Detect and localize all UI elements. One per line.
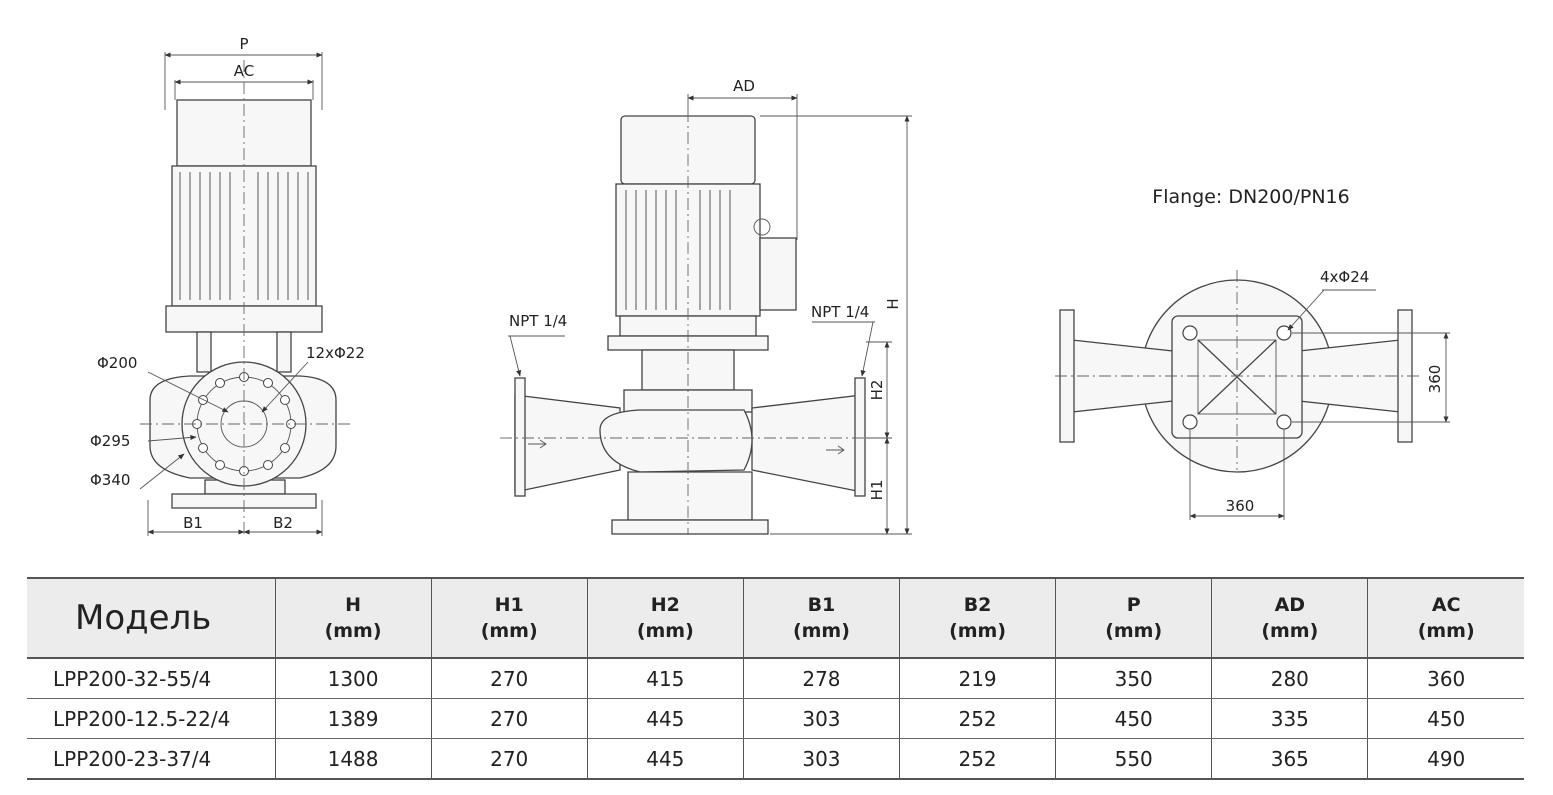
table-cell: 550	[1055, 738, 1212, 780]
table-cell: 445	[586, 738, 744, 780]
bolt-holes-4-label: 4xΦ24	[1320, 268, 1369, 286]
inlet-flange	[514, 377, 526, 497]
dim-h2-label: H2	[868, 380, 886, 401]
table-row: LPP200-23-37/4 1488 270 445 303 252 550 …	[27, 738, 1524, 780]
table-cell: 365	[1211, 738, 1368, 780]
diameter-340-label: Φ340	[90, 471, 130, 489]
table-cell: 445	[586, 698, 744, 739]
table-cell: 252	[898, 698, 1056, 739]
table-row: LPP200-12.5-22/4 1389 270 445 303 252 45…	[27, 698, 1524, 739]
table-row: LPP200-32-55/4 1300 270 415 278 219 350 …	[27, 658, 1524, 699]
table-cell: 490	[1367, 738, 1524, 780]
table-cell: 270	[430, 698, 588, 739]
column-header-h1: H1(mm)	[430, 577, 588, 659]
table-header-row: Модель H(mm) H1(mm) H2(mm) B1(mm) B2(mm)…	[27, 577, 1524, 659]
table-cell: 303	[742, 698, 900, 739]
npt-right-label: NPT 1/4	[811, 303, 869, 321]
column-header-ad: AD(mm)	[1211, 577, 1368, 659]
dim-b1-label: B1	[183, 514, 203, 532]
npt-left-label: NPT 1/4	[509, 312, 567, 330]
model-cell: LPP200-32-55/4	[27, 658, 275, 699]
table-cell: 303	[742, 738, 900, 780]
column-header-h: H(mm)	[274, 577, 432, 659]
table-cell: 252	[898, 738, 1056, 780]
table-cell: 270	[430, 658, 588, 699]
table-cell: 1389	[274, 698, 432, 739]
table-cell: 1488	[274, 738, 432, 780]
table-cell: 450	[1367, 698, 1524, 739]
column-header-h2: H2(mm)	[586, 577, 744, 659]
table-cell: 450	[1055, 698, 1212, 739]
column-header-p: P(mm)	[1055, 577, 1212, 659]
column-header-model: Модель	[27, 577, 275, 659]
base-view: Flange: DN200/PN16 4xΦ24 360 360	[1055, 186, 1450, 520]
table-cell: 350	[1055, 658, 1212, 699]
table-cell: 219	[898, 658, 1056, 699]
dimension-table: Модель H(mm) H1(mm) H2(mm) B1(mm) B2(mm)…	[27, 577, 1524, 780]
dim-360-horizontal: 360	[1226, 497, 1255, 515]
column-header-b2: B2(mm)	[898, 577, 1056, 659]
dim-360-vertical: 360	[1426, 365, 1444, 394]
column-header-ac: AC(mm)	[1367, 577, 1524, 659]
table-cell: 280	[1211, 658, 1368, 699]
table-cell: 1300	[274, 658, 432, 699]
model-cell: LPP200-12.5-22/4	[27, 698, 275, 739]
terminal-box	[759, 237, 797, 311]
diameter-295-label: Φ295	[90, 432, 130, 450]
bolt-holes-label: 12xΦ22	[306, 344, 365, 362]
dim-ad-label: AD	[733, 77, 755, 95]
table-cell: 278	[742, 658, 900, 699]
table-cell: 360	[1367, 658, 1524, 699]
side-view: AD NPT 1/4 NPT 1	[500, 77, 912, 535]
table-cell: 270	[430, 738, 588, 780]
diameter-200-label: Φ200	[97, 354, 137, 372]
outlet-flange	[854, 377, 866, 497]
table-cell: 335	[1211, 698, 1368, 739]
dim-h1-label: H1	[868, 480, 886, 501]
dim-b2-label: B2	[273, 514, 293, 532]
pump-dimension-drawing: P AC	[90, 35, 1450, 536]
flange-spec-title: Flange: DN200/PN16	[1152, 186, 1349, 208]
column-header-b1: B1(mm)	[742, 577, 900, 659]
dim-h-label: H	[884, 298, 902, 309]
front-view: P AC	[90, 35, 365, 536]
model-cell: LPP200-23-37/4	[27, 738, 275, 780]
table-cell: 415	[586, 658, 744, 699]
dim-p-label: P	[239, 35, 248, 53]
